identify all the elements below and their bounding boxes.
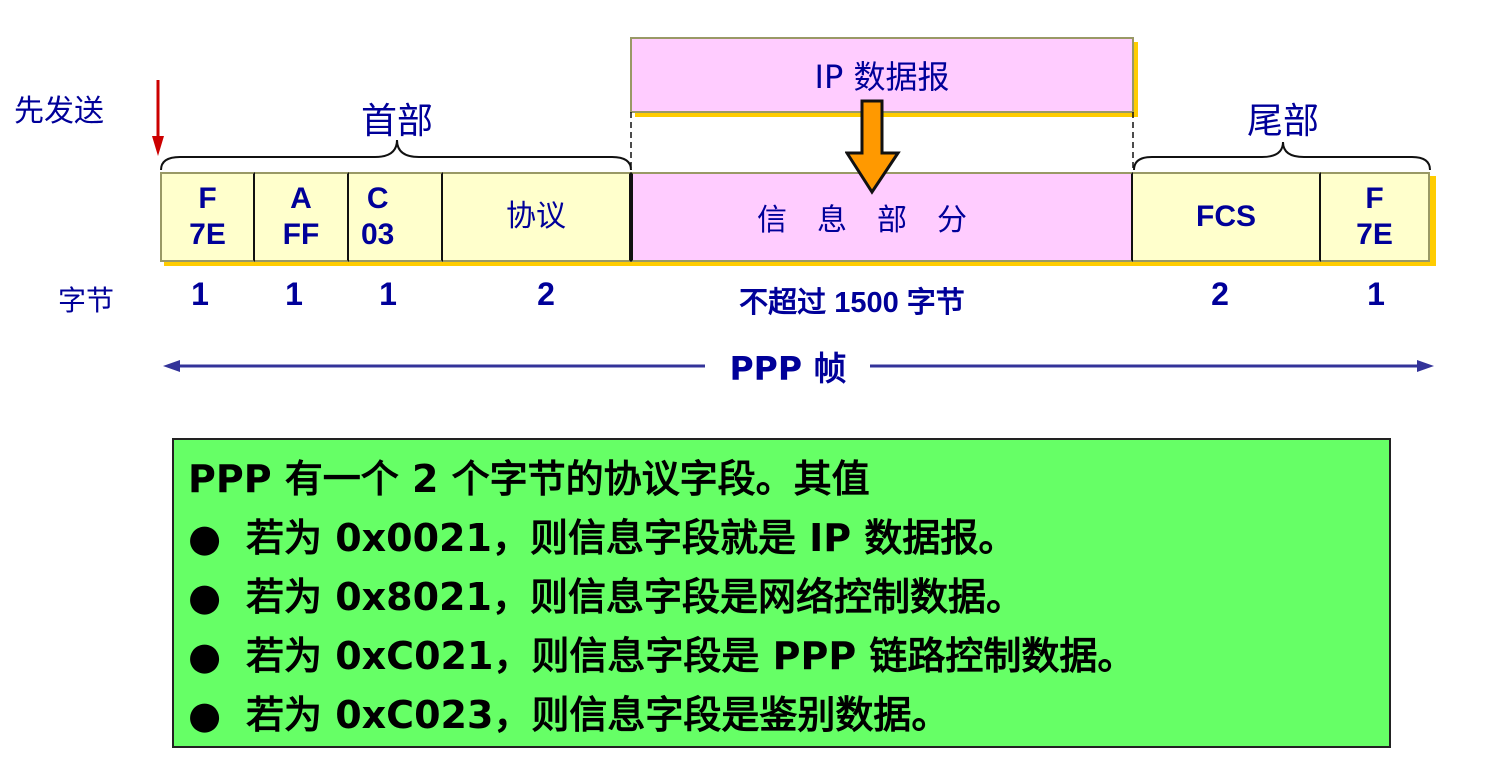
- note-text: 若为 0xC021，则信息字段是 PPP 链路控制数据。: [246, 634, 1136, 678]
- trailer-brace: [1133, 141, 1431, 171]
- ppp-frame-label: PPP 帧: [729, 349, 847, 388]
- bytes-flag-end: 1: [1367, 276, 1385, 312]
- note-item: ● 若为 0xC021，则信息字段是 PPP 链路控制数据。: [188, 627, 1375, 686]
- bytes-fcs: 2: [1211, 276, 1229, 312]
- ip-datagram-label: IP 数据报: [814, 58, 950, 96]
- bytes-information: 不超过 1500 字节: [739, 287, 965, 319]
- field-value: FF: [282, 218, 320, 251]
- field-protocol: 协议: [443, 172, 631, 262]
- bytes-protocol: 2: [537, 276, 555, 312]
- bytes-control: 1: [379, 276, 397, 312]
- field-value: 03: [361, 218, 395, 251]
- bytes-flag: 1: [191, 276, 209, 312]
- field-name: 协议: [506, 199, 566, 234]
- header-brace: [160, 139, 632, 171]
- note-item: ● 若为 0xC023，则信息字段是鉴别数据。: [188, 686, 1375, 745]
- note-item: ● 若为 0x0021，则信息字段就是 IP 数据报。: [188, 509, 1375, 568]
- bullet-icon: ●: [188, 516, 222, 560]
- field-name: F: [198, 182, 217, 215]
- send-arrow-icon: [152, 80, 164, 156]
- bullet-icon: ●: [188, 693, 222, 737]
- field-name: A: [290, 182, 312, 215]
- note-text: 若为 0xC023，则信息字段是鉴别数据。: [246, 693, 950, 737]
- down-arrow-icon: [845, 99, 901, 195]
- bullet-icon: ●: [188, 634, 222, 678]
- protocol-note-box: PPP 有一个 2 个字节的协议字段。其值 ● 若为 0x0021，则信息字段就是…: [172, 438, 1391, 748]
- field-fcs: FCS: [1133, 172, 1321, 262]
- trailer-label: 尾部: [1246, 101, 1320, 142]
- field-value: 7E: [1356, 218, 1393, 251]
- field-name: C: [366, 182, 389, 215]
- field-value: 7E: [189, 218, 226, 251]
- note-text: 若为 0x0021，则信息字段就是 IP 数据报。: [246, 516, 1017, 560]
- bullet-icon: ●: [188, 575, 222, 619]
- bytes-label: 字节: [57, 284, 115, 317]
- field-name: 信 息 部 分: [757, 203, 967, 238]
- field-information: 信 息 部 分: [631, 172, 1133, 262]
- note-intro: PPP 有一个 2 个字节的协议字段。其值: [188, 457, 870, 501]
- field-name: FCS: [1196, 200, 1256, 233]
- bytes-address: 1: [285, 276, 303, 312]
- field-name: F: [1365, 182, 1384, 215]
- send-first-label: 先发送: [14, 94, 104, 129]
- header-label: 首部: [360, 101, 434, 142]
- note-item: ● 若为 0x8021，则信息字段是网络控制数据。: [188, 568, 1375, 627]
- note-text: 若为 0x8021，则信息字段是网络控制数据。: [246, 575, 1024, 619]
